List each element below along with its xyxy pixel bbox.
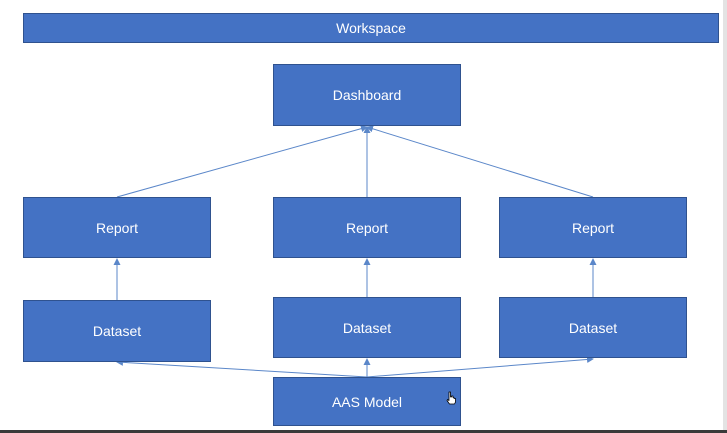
window-edge bbox=[723, 0, 727, 433]
workspace-box: Workspace bbox=[23, 13, 719, 43]
connector-report-1-to-dashboard bbox=[116, 125, 368, 198]
dataset-label: Dataset bbox=[568, 319, 618, 336]
report-box-1: Report bbox=[23, 197, 211, 258]
dataset-box-3: Dataset bbox=[499, 297, 687, 358]
dataset-box-1: Dataset bbox=[23, 300, 211, 362]
aas-model-box: AAS Model bbox=[273, 377, 461, 426]
hand-pointer-icon bbox=[446, 391, 456, 405]
report-label: Report bbox=[345, 219, 389, 236]
connector-model-to-dataset-1 bbox=[116, 358, 368, 378]
dashboard-box: Dashboard bbox=[273, 64, 461, 126]
dashboard-label: Dashboard bbox=[332, 87, 402, 103]
report-box-2: Report bbox=[273, 197, 461, 258]
dataset-label: Dataset bbox=[92, 323, 142, 339]
workspace-label: Workspace bbox=[336, 20, 406, 36]
report-box-3: Report bbox=[499, 197, 687, 258]
connector-report-3-to-dashboard bbox=[366, 125, 594, 198]
dataset-label: Dataset bbox=[342, 319, 392, 336]
dataset-box-2: Dataset bbox=[273, 297, 461, 358]
aas-model-label: AAS Model bbox=[331, 393, 403, 410]
connector-model-to-dataset-3 bbox=[366, 355, 594, 378]
report-label: Report bbox=[571, 219, 615, 236]
bottom-border bbox=[0, 430, 727, 433]
report-label: Report bbox=[95, 219, 139, 236]
